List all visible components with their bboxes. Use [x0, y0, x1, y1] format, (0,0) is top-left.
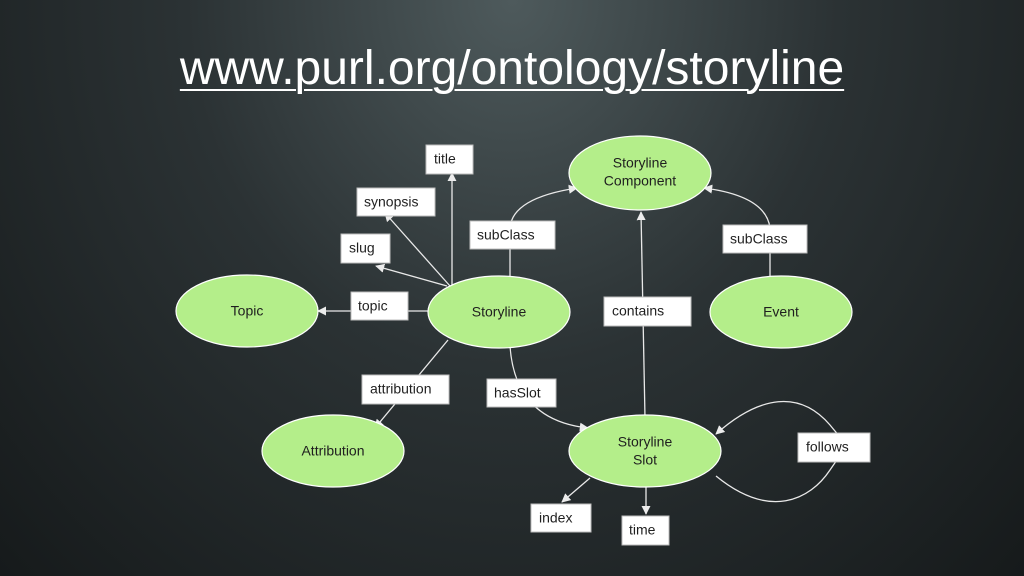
storyline-component-label-2: Component [604, 173, 676, 189]
label-box-subclass-storyline: subClass [469, 220, 556, 250]
event-label: Event [763, 304, 799, 320]
label-box-subclass-event: subClass [722, 224, 808, 254]
label-box-slug: slug [340, 233, 391, 264]
slug-label: slug [349, 240, 375, 256]
subclass-storyline-label: subClass [477, 227, 535, 243]
edge-slug [375, 263, 448, 287]
label-box-synopsis: synopsis [356, 187, 436, 217]
storyline-slot-label-2: Slot [633, 452, 657, 468]
contains-label: contains [612, 303, 664, 319]
storyline-component-label-1: Storyline [613, 155, 668, 171]
index-label: index [539, 510, 572, 526]
attribution-edge-label: attribution [370, 381, 431, 397]
topic-node[interactable]: Topic [175, 274, 319, 348]
label-box-topic: topic [350, 291, 409, 321]
label-box-time: time [621, 515, 670, 546]
label-box-index: index [530, 503, 592, 533]
title-label: title [434, 151, 456, 167]
edge-index [561, 477, 591, 503]
label-box-attribution: attribution [361, 374, 450, 405]
attribution-node[interactable]: Attribution [261, 414, 405, 488]
time-label: time [629, 522, 656, 538]
storyline-component-node[interactable]: Storyline Component [568, 135, 712, 211]
event-node[interactable]: Event [709, 275, 853, 349]
label-box-follows: follows [797, 432, 871, 463]
label-box-contains: contains [603, 296, 692, 327]
topic-edge-label: topic [358, 298, 388, 314]
follows-label: follows [806, 439, 849, 455]
synopsis-label: synopsis [364, 194, 418, 210]
storyline-node[interactable]: Storyline [427, 275, 571, 349]
label-box-hasslot: hasSlot [486, 378, 557, 408]
attribution-label: Attribution [301, 443, 364, 459]
storyline-slot-label-1: Storyline [618, 434, 673, 450]
storyline-slot-node[interactable]: Storyline Slot [568, 414, 722, 488]
page-title: www.purl.org/ontology/storyline [179, 42, 845, 95]
edge-synopsis [384, 212, 451, 287]
hasslot-label: hasSlot [494, 385, 541, 401]
storyline-label: Storyline [472, 304, 527, 320]
label-box-title: title [425, 144, 474, 175]
topic-label: Topic [231, 303, 264, 319]
subclass-event-label: subClass [730, 231, 788, 247]
